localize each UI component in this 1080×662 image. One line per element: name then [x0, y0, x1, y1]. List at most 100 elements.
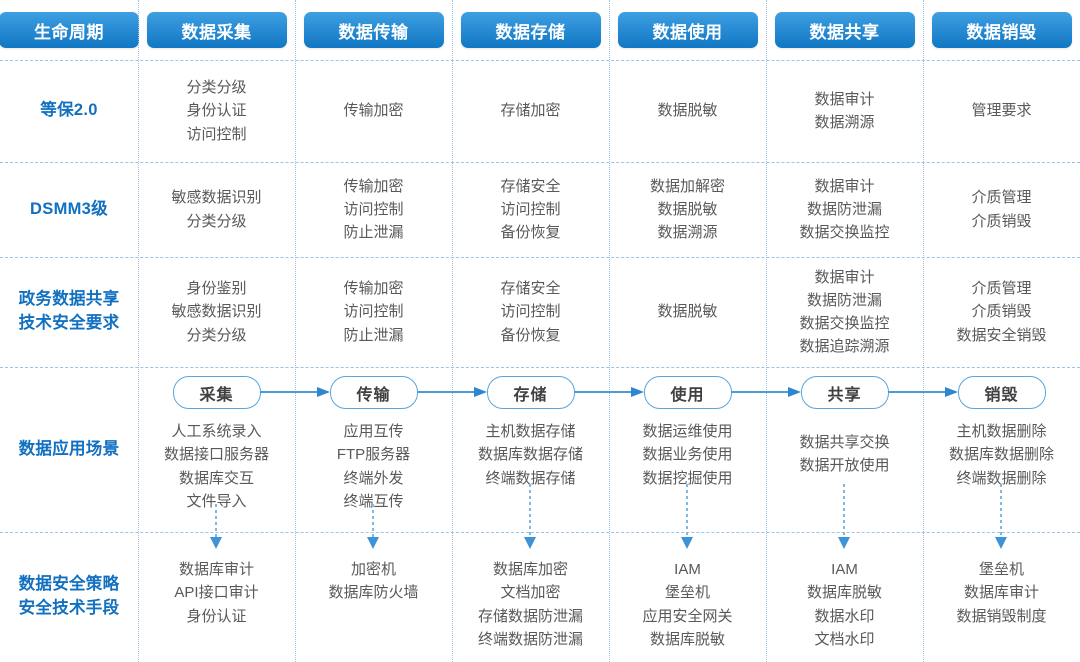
- cell-text-list: 数据审计 数据溯源: [814, 90, 875, 131]
- column-separator: [452, 0, 453, 662]
- header-cell-storage[interactable]: 数据存储: [452, 0, 609, 60]
- cell-text-list: 存储加密: [500, 102, 561, 120]
- matrix-cell: 分类分级 身份认证 访问控制: [138, 60, 295, 162]
- header-cell-sharing[interactable]: 数据共享: [766, 0, 923, 60]
- cell-text-list: 数据脱敏: [657, 102, 718, 120]
- cell-text-list: 数据审计 数据防泄漏 数据交换监控 数据追踪溯源: [799, 268, 890, 356]
- cell-text-list: 数据脱敏: [657, 303, 718, 321]
- matrix-cell: 存储安全 访问控制 备份恢复: [452, 162, 609, 257]
- stage-pill-storage[interactable]: 存储: [486, 376, 575, 409]
- row-separator: [0, 367, 1080, 368]
- cell-text-list: 传输加密: [343, 102, 404, 120]
- stage-pill-sharing[interactable]: 共享: [800, 376, 889, 409]
- matrix-cell-scenario: 使用 数据运维使用 数据业务使用 数据挖掘使用: [609, 367, 766, 532]
- cell-text-list: 身份鉴别 敏感数据识别 分类分级: [171, 280, 262, 344]
- header-cell-collection[interactable]: 数据采集: [138, 0, 295, 60]
- header-button[interactable]: 生命周期: [0, 12, 139, 48]
- row-label: DSMM3级: [30, 199, 108, 218]
- cell-text-list: 存储安全 访问控制 备份恢复: [500, 280, 561, 344]
- matrix-cell: IAM 数据库脱敏 数据水印 文档水印: [766, 532, 923, 662]
- column-separator: [295, 0, 296, 662]
- header-cell-transmission[interactable]: 数据传输: [295, 0, 452, 60]
- matrix-cell: 身份鉴别 敏感数据识别 分类分级: [138, 257, 295, 367]
- matrix-cell-scenario: 传输 应用互传 FTP服务器 终端外发 终端互传: [295, 367, 452, 532]
- cell-text-list: 敏感数据识别 分类分级: [171, 189, 262, 230]
- row-label-cell: 数据安全策略 安全技术手段: [0, 532, 138, 662]
- cell-text-list: 数据库审计 API接口审计 身份认证: [174, 561, 259, 625]
- column-separator: [923, 0, 924, 662]
- header-button[interactable]: 数据存储: [460, 12, 601, 48]
- matrix-cell-scenario: 共享 数据共享交换 数据开放使用: [766, 367, 923, 532]
- matrix-cell: 介质管理 介质销毁 数据安全销毁: [923, 257, 1080, 367]
- header-cell-lifecycle[interactable]: 生命周期: [0, 0, 139, 60]
- header-button[interactable]: 数据传输: [303, 12, 444, 48]
- cell-text-list: 加密机 数据库防火墙: [328, 561, 419, 602]
- cell-text-list: 传输加密 访问控制 防止泄漏: [343, 280, 404, 344]
- cell-text-list: 存储安全 访问控制 备份恢复: [500, 177, 561, 242]
- matrix-cell: 传输加密 访问控制 防止泄漏: [295, 162, 452, 257]
- matrix-cell: 堡垒机 数据库审计 数据销毁制度: [923, 532, 1080, 662]
- matrix-cell: 存储加密: [452, 60, 609, 162]
- cell-text-list: 数据运维使用 数据业务使用 数据挖掘使用: [642, 423, 733, 487]
- header-button[interactable]: 数据采集: [146, 12, 287, 48]
- header-cell-usage[interactable]: 数据使用: [609, 0, 766, 60]
- cell-text-list: 主机数据存储 数据库数据存储 终端数据存储: [477, 423, 583, 487]
- header-button[interactable]: 数据销毁: [931, 12, 1072, 48]
- row-label: 政务数据共享 技术安全要求: [18, 290, 120, 332]
- stage-pill-usage[interactable]: 使用: [643, 376, 732, 409]
- row-label-cell: DSMM3级: [0, 162, 138, 257]
- row-label: 数据安全策略 安全技术手段: [18, 575, 120, 617]
- matrix-cell: 加密机 数据库防火墙: [295, 532, 452, 662]
- row-separator: [0, 162, 1080, 163]
- matrix-cell: 介质管理 介质销毁: [923, 162, 1080, 257]
- row-separator: [0, 60, 1080, 61]
- cell-text-list: 介质管理 介质销毁 数据安全销毁: [956, 280, 1047, 344]
- stage-pill-transmission[interactable]: 传输: [329, 376, 418, 409]
- stage-pill-destruction[interactable]: 销毁: [957, 376, 1046, 409]
- row-label-cell: 等保2.0: [0, 60, 138, 162]
- cell-text-list: 介质管理 介质销毁: [971, 189, 1032, 230]
- cell-text-list: 分类分级 身份认证 访问控制: [186, 79, 247, 143]
- cell-text-list: 传输加密 访问控制 防止泄漏: [343, 177, 404, 242]
- column-separator: [609, 0, 610, 662]
- column-separator: [766, 0, 767, 662]
- cell-text-list: 人工系统录入 数据接口服务器 数据库交互 文件导入: [163, 423, 269, 510]
- cell-text-list: 主机数据删除 数据库数据删除 终端数据删除: [948, 423, 1054, 487]
- matrix-cell: 数据库审计 API接口审计 身份认证: [138, 532, 295, 662]
- matrix-cell-scenario: 销毁 主机数据删除 数据库数据删除 终端数据删除: [923, 367, 1080, 532]
- cell-text-list: 数据加解密 数据脱敏 数据溯源: [649, 177, 725, 242]
- cell-text-list: 数据审计 数据防泄漏 数据交换监控: [799, 177, 890, 242]
- matrix-cell: 数据加解密 数据脱敏 数据溯源: [609, 162, 766, 257]
- column-separator: [138, 0, 139, 662]
- matrix-cell: 数据审计 数据防泄漏 数据交换监控: [766, 162, 923, 257]
- row-label-cell: 政务数据共享 技术安全要求: [0, 257, 138, 367]
- matrix-cell: 敏感数据识别 分类分级: [138, 162, 295, 257]
- stage-pill-collection[interactable]: 采集: [172, 376, 261, 409]
- cell-text-list: 管理要求: [971, 102, 1032, 120]
- matrix-cell-scenario: 存储 主机数据存储 数据库数据存储 终端数据存储: [452, 367, 609, 532]
- matrix-cell: 管理要求: [923, 60, 1080, 162]
- row-label: 数据应用场景: [18, 439, 120, 458]
- cell-text-list: 数据共享交换 数据开放使用: [799, 434, 890, 475]
- header-button[interactable]: 数据共享: [774, 12, 915, 48]
- cell-text-list: IAM 堡垒机 应用安全网关 数据库脱敏: [642, 561, 733, 648]
- cell-text-list: 堡垒机 数据库审计 数据销毁制度: [956, 561, 1047, 625]
- matrix-cell: 传输加密: [295, 60, 452, 162]
- row-separator: [0, 257, 1080, 258]
- matrix-cell: 存储安全 访问控制 备份恢复: [452, 257, 609, 367]
- cell-text-list: IAM 数据库脱敏 数据水印 文档水印: [806, 561, 882, 648]
- matrix-cell: 传输加密 访问控制 防止泄漏: [295, 257, 452, 367]
- matrix-cell: 数据库加密 文档加密 存储数据防泄漏 终端数据防泄漏: [452, 532, 609, 662]
- row-label-cell: 数据应用场景: [0, 367, 138, 532]
- header-cell-destruction[interactable]: 数据销毁: [923, 0, 1080, 60]
- header-button[interactable]: 数据使用: [617, 12, 758, 48]
- matrix-cell: 数据审计 数据防泄漏 数据交换监控 数据追踪溯源: [766, 257, 923, 367]
- cell-text-list: 数据库加密 文档加密 存储数据防泄漏 终端数据防泄漏: [477, 561, 583, 648]
- matrix-cell-scenario: 采集 人工系统录入 数据接口服务器 数据库交互 文件导入: [138, 367, 295, 532]
- matrix-cell: 数据脱敏: [609, 257, 766, 367]
- row-separator: [0, 532, 1080, 533]
- matrix-cell: 数据审计 数据溯源: [766, 60, 923, 162]
- row-label: 等保2.0: [40, 101, 98, 120]
- matrix-cell: 数据脱敏: [609, 60, 766, 162]
